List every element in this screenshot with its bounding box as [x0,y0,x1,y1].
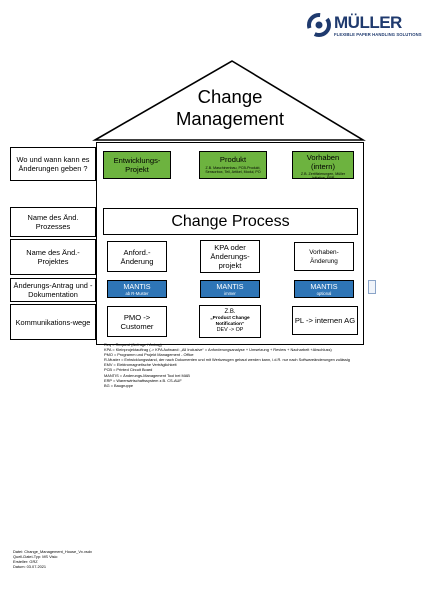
footer-line: Datei: Change_Management_House_Vx.vsdx [13,549,92,554]
cell-pmo-customer: PMO -> Customer [107,306,167,337]
cell-line: KPA oder [214,243,246,252]
note-line: MANTIS = Änderungs-Management Tool bei M… [104,372,190,378]
cell-subtitle: Z.B. Zertifizierungen, Müller Initiative… [300,172,346,181]
cell-vorhaben-intern: Vorhaben (intern) Z.B. Zertifizierungen,… [292,151,354,181]
mantis-title: MANTIS [310,282,338,291]
cell-line: Z.B. [224,308,236,315]
house-roof [92,60,366,141]
cell-line: Customer [120,321,154,331]
roof-title-line1: Change [197,86,263,107]
cell-kpa-aenderungsprojekt: KPA oder Änderungs- projekt [200,240,260,273]
footer-line: Ersteller: GRZ [13,559,38,565]
abbreviation-notes: Req = Request (Anfrage / Antrag)KPA = Kl… [104,342,350,388]
cell-title: Entwicklungs-Projekt [113,156,161,174]
note-line: Req = Request (Anfrage / Antrag) [104,342,162,347]
cell-line: PMO -> [123,312,151,322]
cell-product-change-notification: Z.B. „Product Change Notification“ DEV -… [199,305,261,338]
footer-line: Quell-Datei-Typ: MS Visio [13,554,58,560]
mantis-title: MANTIS [216,282,244,291]
mantis-title: MANTIS [123,282,151,291]
cell-mantis-immer: MANTIS immer [200,280,260,298]
cell-entwicklungs-projekt: Entwicklungs-Projekt [103,151,171,179]
note-line: KPA = Kleinprojektauftrag (-> KPA Aufwan… [104,347,332,353]
mantis-subtitle: immer [224,291,236,296]
cell-line: Änderung [120,256,154,266]
logo-name: MÜLLER [334,13,402,32]
row-label-kommunikation: Kommunikations-wege [10,304,96,340]
cell-title: Produkt [219,155,247,164]
note-line: ERP = Warenwirtschaftssystem z.B. CS-AUF [104,377,182,383]
cell-mantis-optional: MANTIS optional [294,280,354,298]
cell-line: „Product Change Notification“ [210,315,250,327]
cell-title: Vorhaben (intern) [306,153,340,171]
cell-subtitle: Z.B. Maschinenbau, PCB-Produkt, Sensorbo… [205,166,261,175]
house-body [96,142,364,345]
cell-line: Änderung [310,257,338,265]
change-process-title: Change Process [171,212,290,230]
mantis-subtitle: optional [316,291,332,296]
logo-tagline: FLEXIBLE PAPER HANDLING SOLUTIONS [334,32,422,37]
roof-title: Change Management [160,86,300,130]
note-line: PCB = Printed Circuit Board [104,367,153,373]
roof-title-line2: Management [176,108,284,129]
note-line: R-Muster = Entwicklungsstand, der nach D… [104,357,350,363]
side-scroll-icon [368,280,376,294]
cell-produkt: Produkt Z.B. Maschinenbau, PCB-Produkt, … [199,151,267,179]
logo-swirl-icon [307,13,331,37]
cell-mantis-r-muster: MANTIS ab R-Muster [107,280,167,298]
cell-line: DEV -> OP [216,327,244,334]
row-label-projekte: Name des Änd.-Projektes [10,239,96,275]
note-line: BG = Baugruppe [104,382,134,388]
row-label-wo-wann: Wo und wann kann es Änderungen geben ? [10,147,96,181]
row-label-antrag: Änderungs-Antrag und -Dokumentation [10,278,96,302]
cell-line: Änderungs- [210,252,250,261]
change-process-box: Change Process [103,208,358,235]
note-line: PMO = Programm und Projekt Management - … [104,352,194,358]
cell-line: PL -> internen AG [294,316,356,325]
cell-line: Anford.- [123,247,151,257]
cell-vorhaben-aenderung: Vorhaben- Änderung [294,242,354,271]
cell-line: Vorhaben- [309,248,339,256]
cell-pl-interne-ag: PL -> internen AG [292,306,358,335]
row-label-prozess: Name des Änd. Prozesses [10,207,96,237]
note-line: EMV = Elektromagnetische Verträglichkeit [104,362,177,368]
footer-line: Datum: 03.07.2021 [13,564,47,570]
cell-anford-aenderung: Anford.- Änderung [107,241,167,272]
mantis-subtitle: ab R-Muster [125,291,149,296]
cell-line: projekt [218,261,242,270]
company-logo: MÜLLER FLEXIBLE PAPER HANDLING SOLUTIONS [306,12,422,38]
